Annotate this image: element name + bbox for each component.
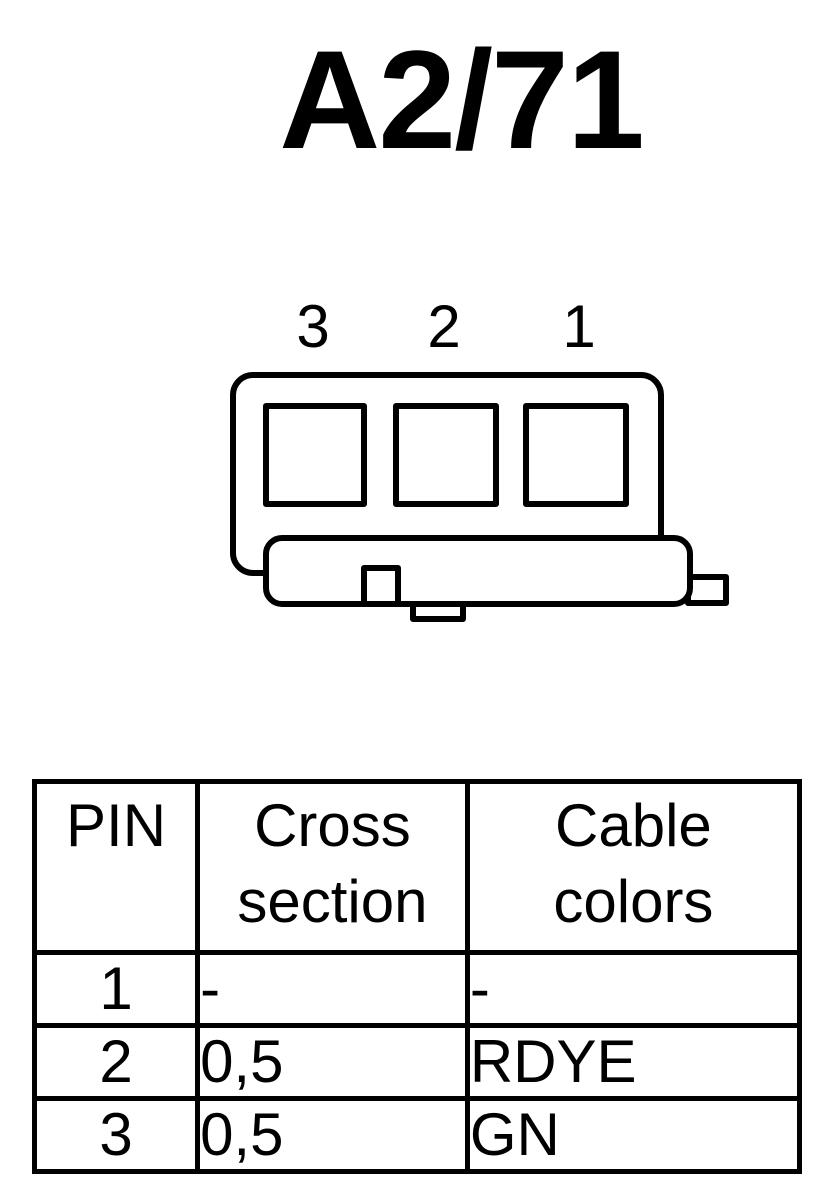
- pin-label-3: 3: [296, 293, 329, 360]
- pin-number: 2: [31, 1023, 201, 1101]
- cable-color-value: RDYE: [464, 1023, 803, 1101]
- pin-number: 1: [31, 950, 201, 1028]
- connector-title: A2/71: [279, 21, 645, 178]
- table-row: 3 0,5 GN: [31, 1096, 803, 1174]
- pin-label-1: 1: [562, 293, 595, 360]
- cross-section-value: 0,5: [195, 1096, 470, 1174]
- pin-assignment-table: PIN Cross section Cable colors 1 - - 2 0…: [31, 779, 803, 1174]
- connector-side-latch: [685, 574, 729, 606]
- pin-cavity-1: [523, 403, 629, 507]
- connector-lock-tab: [361, 565, 401, 607]
- table-row: 2 0,5 RDYE: [31, 1023, 803, 1101]
- cable-color-value: -: [464, 950, 803, 1028]
- table-row: 1 - -: [31, 950, 803, 1028]
- cable-color-value: GN: [464, 1096, 803, 1174]
- pin-number: 3: [31, 1096, 201, 1174]
- connector-diagram: 3 2 1: [230, 293, 729, 622]
- cross-section-value: 0,5: [195, 1023, 470, 1101]
- header-cross-section: Cross section: [195, 779, 470, 955]
- cross-section-value: -: [195, 950, 470, 1028]
- header-cable-colors: Cable colors: [464, 779, 803, 955]
- pin-cavity-3: [263, 403, 367, 507]
- table-header-row: PIN Cross section Cable colors: [31, 779, 803, 955]
- connector-lock-slider: [263, 535, 693, 607]
- header-pin: PIN: [31, 779, 201, 955]
- pin-label-2: 2: [427, 293, 460, 360]
- pin-cavity-2: [393, 403, 499, 507]
